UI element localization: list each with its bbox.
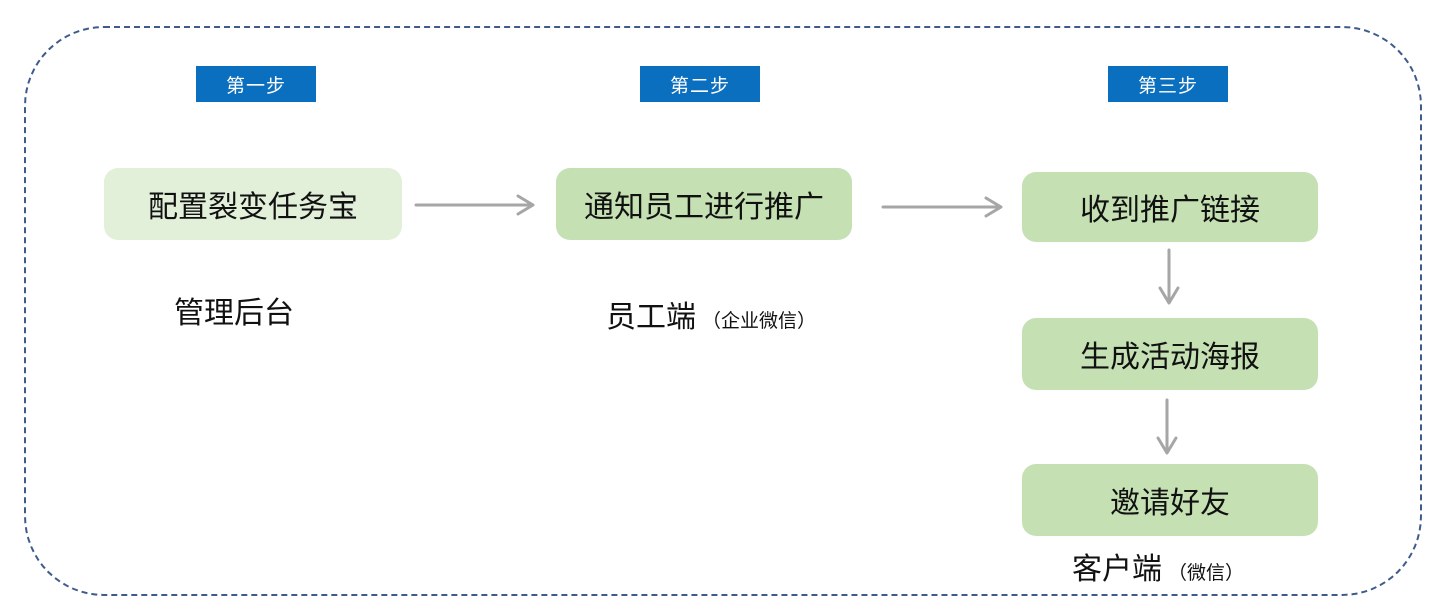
caption-admin-backend-text: 管理后台 — [174, 296, 294, 331]
caption-customer-side-text: 客户端 — [1072, 552, 1162, 587]
node-invite-friends: 邀请好友 — [1022, 464, 1318, 536]
caption-customer-side-sub: （微信） — [1168, 562, 1245, 584]
dashed-container — [24, 26, 1422, 596]
node-configure-task: 配置裂变任务宝 — [104, 168, 402, 240]
caption-staff-side-text: 员工端 — [606, 300, 696, 335]
node-receive-link: 收到推广链接 — [1022, 172, 1318, 242]
caption-admin-backend: 管理后台 — [174, 288, 294, 332]
step-2-badge: 第二步 — [640, 66, 760, 102]
step-3-badge: 第三步 — [1108, 66, 1228, 102]
caption-staff-side: 员工端 （企业微信） — [606, 292, 816, 336]
step-1-badge: 第一步 — [196, 66, 316, 102]
node-generate-poster: 生成活动海报 — [1022, 318, 1318, 390]
node-notify-staff: 通知员工进行推广 — [556, 168, 852, 240]
caption-customer-side: 客户端 （微信） — [1072, 544, 1244, 588]
caption-staff-side-sub: （企业微信） — [702, 310, 817, 332]
